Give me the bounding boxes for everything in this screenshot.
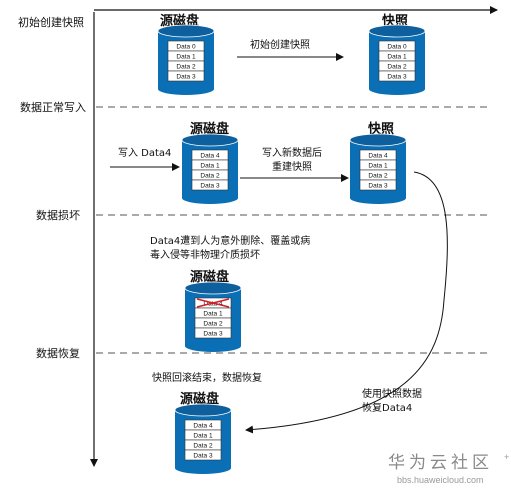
data-block-label: Data 4 <box>368 152 388 159</box>
note-damage-line2: 毒入侵等非物理介质损坏 <box>150 248 260 261</box>
disk-title: 源磁盘 <box>190 121 229 137</box>
data-block-label: Data 3 <box>193 452 213 459</box>
data-block-label: Data 3 <box>176 73 196 80</box>
stage-label-restore: 数据恢复 <box>36 346 80 360</box>
data-block-label: Data 0 <box>387 43 407 50</box>
data-block-label: Data 2 <box>203 320 223 327</box>
disk-snapshot-rebuilt: Data 4 Data 1 Data 2 Data 3 <box>349 133 407 204</box>
data-block <box>184 449 222 461</box>
data-block-label: Data 3 <box>368 182 388 189</box>
data-block-label: Data 2 <box>193 442 213 449</box>
data-block-label: Data 4 <box>193 422 213 429</box>
data-block <box>378 70 416 82</box>
data-block-label: Data 2 <box>368 172 388 179</box>
data-block-label: Data 3 <box>387 73 407 80</box>
note-rebuild-line2: 重建快照 <box>272 160 312 173</box>
data-block <box>194 327 232 339</box>
data-block-label: Data 2 <box>387 63 407 70</box>
disk-top <box>349 133 407 147</box>
data-block-label: Data 4 <box>200 152 220 159</box>
data-block-label: Data 3 <box>203 330 223 337</box>
note-damage-line1: Data4遭到人为意外删除、覆盖或病 <box>150 234 310 247</box>
disk-title: 快照 <box>368 121 394 137</box>
data-block-label: Data 2 <box>200 172 220 179</box>
note-write-data4: 写入 Data4 <box>118 147 171 159</box>
note-restore-line2: 恢复Data4 <box>362 401 412 414</box>
disk-source-restored: Data 4 Data 1 Data 2 Data 3 <box>174 403 232 474</box>
note-restore-line1: 使用快照数据 <box>362 387 422 400</box>
data-block <box>359 179 397 191</box>
disk-top <box>174 403 232 417</box>
data-block-label: Data 1 <box>176 53 196 60</box>
disk-top <box>184 281 242 295</box>
damage-cross <box>196 298 230 308</box>
data-block-label: Data 1 <box>203 310 223 317</box>
note-rollback: 快照回滚结束，数据恢复 <box>152 371 262 384</box>
watermark-mark: + <box>504 452 509 462</box>
disk-top <box>157 24 215 38</box>
stage-label-write: 数据正常写入 <box>20 100 86 114</box>
watermark-url: bbs.huaweicloud.com <box>397 475 484 485</box>
data-block-label: Data 2 <box>176 63 196 70</box>
data-block-label: Data 1 <box>368 162 388 169</box>
arrow-restore <box>245 171 448 434</box>
data-block <box>191 179 229 191</box>
watermark-brand: 华为云社区 <box>388 453 493 473</box>
disk-top <box>181 133 239 147</box>
disk-snapshot-initial: Data 0 Data 1 Data 2 Data 3 <box>368 24 426 95</box>
data-block-label: Data 3 <box>200 182 220 189</box>
stage-label-create: 初始创建快照 <box>18 15 84 29</box>
disk-top <box>368 24 426 38</box>
note-create-snapshot: 初始创建快照 <box>250 38 310 51</box>
data-block-label: Data 0 <box>176 43 196 50</box>
disk-title: 源磁盘 <box>190 269 229 285</box>
data-block-label: Data 1 <box>387 53 407 60</box>
disk-title: 源磁盘 <box>180 391 219 407</box>
disk-source-written: Data 4 Data 1 Data 2 Data 3 <box>181 133 239 204</box>
note-rebuild-line1: 写入新数据后 <box>262 146 322 159</box>
stage-label-damage: 数据损坏 <box>36 208 80 222</box>
data-block-label: Data 1 <box>200 162 220 169</box>
data-block-label: Data 1 <box>193 432 213 439</box>
disk-source-initial: Data 0 Data 1 Data 2 Data 3 <box>157 24 215 95</box>
data-block <box>167 70 205 82</box>
